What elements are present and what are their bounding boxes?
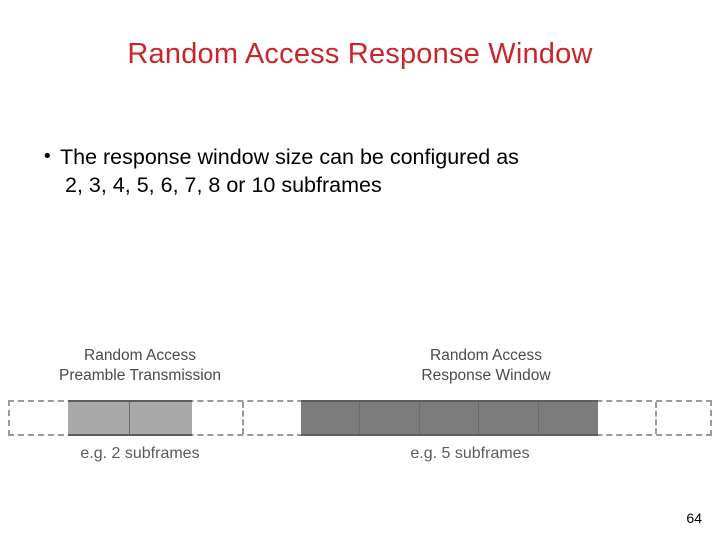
page-title: Random Access Response Window — [127, 38, 593, 70]
subframe-cell — [130, 402, 192, 434]
subframe-cell — [360, 402, 420, 434]
timeline-divider — [655, 402, 657, 434]
subframe-cell — [420, 402, 480, 434]
subframe-cell — [68, 402, 130, 434]
preamble-transmission-block — [68, 400, 192, 436]
random-access-timing-diagram: Random Access Preamble Transmission Rand… — [0, 336, 720, 486]
bullet-line-2: 2, 3, 4, 5, 6, 7, 8 or 10 subframes — [65, 173, 382, 197]
response-window-label-line-1: Random Access — [430, 347, 542, 364]
bullet-marker-icon: • — [44, 146, 51, 167]
slide-body: • The response window size can be configu… — [44, 143, 684, 199]
preamble-caption: e.g. 2 subframes — [80, 445, 200, 462]
bullet-line-1: The response window size can be configur… — [60, 145, 519, 169]
preamble-label: Random Access Preamble Transmission — [22, 346, 258, 386]
response-window-label: Random Access Response Window — [368, 346, 604, 386]
preamble-label-line-2: Preamble Transmission — [59, 367, 221, 384]
list-item: • The response window size can be configu… — [44, 143, 684, 199]
response-window-block — [301, 400, 598, 436]
subframe-cell — [539, 402, 598, 434]
response-window-caption: e.g. 5 subframes — [410, 445, 530, 462]
bullet-text: The response window size can be configur… — [60, 143, 660, 199]
subframe-cell — [301, 402, 361, 434]
page-number: 64 — [686, 510, 702, 526]
response-window-label-line-2: Response Window — [421, 367, 551, 384]
subframe-cell — [479, 402, 539, 434]
timeline-divider — [242, 402, 244, 434]
subframe-timeline — [8, 400, 712, 436]
preamble-label-line-1: Random Access — [84, 347, 196, 364]
